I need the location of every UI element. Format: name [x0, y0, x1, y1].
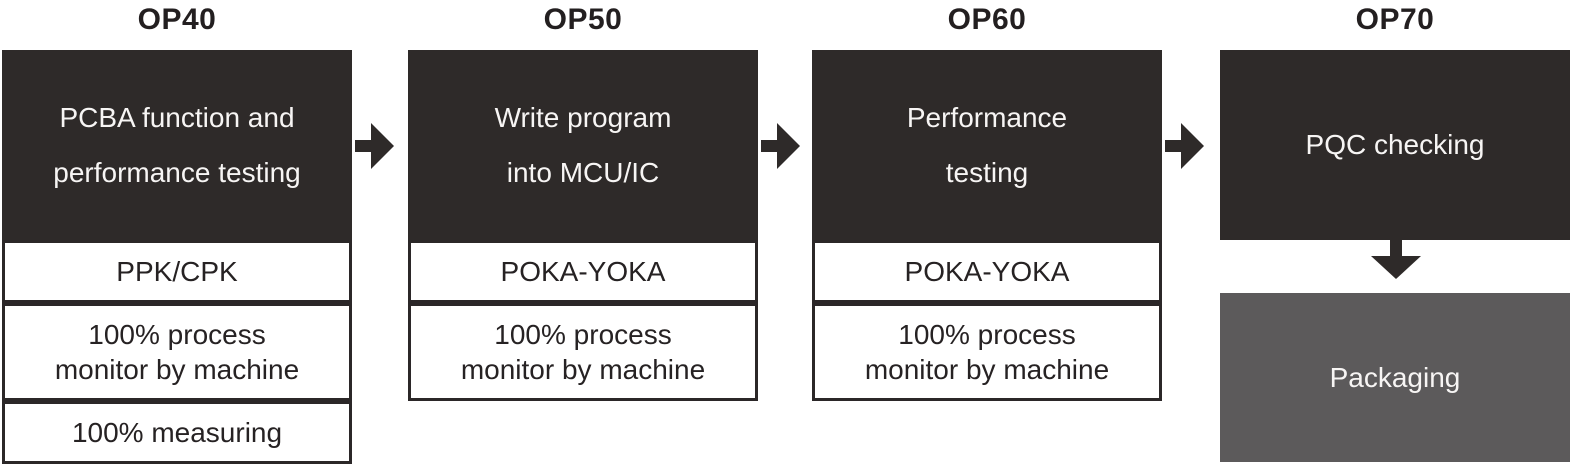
- arrow-right-icon-op50-op60: [761, 123, 800, 169]
- arrow-head: [1181, 123, 1204, 169]
- column-op60-header: OP60: [947, 3, 1027, 36]
- control-box-line: 100% measuring: [71, 417, 283, 448]
- control-box-line: 100% process: [88, 319, 266, 350]
- column-op70: OP70 PQC checking Packaging: [1220, 0, 1570, 462]
- arrow-down-icon: [1220, 240, 1570, 293]
- arrow-shaft: [355, 140, 372, 152]
- control-box-line: POKA-YOKA: [904, 256, 1070, 287]
- column-op50-header: OP50: [543, 3, 623, 36]
- arrow-head: [371, 123, 394, 169]
- op50-process-box: Write program into MCU/IC: [408, 50, 758, 240]
- control-box-line: PPK/CPK: [116, 256, 238, 287]
- arrow-right-icon-op40-op50: [355, 123, 394, 169]
- control-box-line: 100% process: [494, 319, 672, 350]
- op40-control-box-2: 100% process monitor by machine: [2, 303, 352, 401]
- control-box-line: monitor by machine: [54, 354, 300, 385]
- op70-packaging-box: Packaging: [1220, 293, 1570, 462]
- arrow-head: [1371, 256, 1421, 279]
- column-op70-header: OP70: [1355, 3, 1435, 36]
- control-box-line: POKA-YOKA: [500, 256, 666, 287]
- arrow-right-icon-op60-op70: [1165, 123, 1204, 169]
- arrow-shaft: [1165, 140, 1182, 152]
- op60-process-line-2: testing: [945, 156, 1029, 188]
- op40-process-line-1: PCBA function and: [59, 101, 295, 133]
- op50-process-line-2: into MCU/IC: [506, 156, 660, 188]
- arrow-shaft: [1390, 240, 1402, 257]
- op50-process-line-1: Write program: [494, 101, 672, 133]
- op50-control-box-1: POKA-YOKA: [408, 240, 758, 303]
- arrow-head: [777, 123, 800, 169]
- op50-control-box-2: 100% process monitor by machine: [408, 303, 758, 401]
- packaging-label: Packaging: [1329, 361, 1461, 393]
- column-op40: OP40 PCBA function and performance testi…: [2, 0, 352, 464]
- arrow-shaft: [761, 140, 778, 152]
- op70-process-box: PQC checking: [1220, 50, 1570, 240]
- column-op40-header: OP40: [137, 3, 217, 36]
- control-box-line: 100% process: [898, 319, 1076, 350]
- op40-control-box-3: 100% measuring: [2, 401, 352, 464]
- op40-process-box: PCBA function and performance testing: [2, 50, 352, 240]
- op60-control-box-1: POKA-YOKA: [812, 240, 1162, 303]
- control-box-line: monitor by machine: [460, 354, 706, 385]
- op60-process-line-1: Performance: [906, 101, 1068, 133]
- control-box-line: monitor by machine: [864, 354, 1110, 385]
- op60-process-box: Performance testing: [812, 50, 1162, 240]
- column-op60: OP60 Performance testing POKA-YOKA 100% …: [812, 0, 1162, 401]
- op40-process-line-2: performance testing: [53, 156, 301, 188]
- column-op50: OP50 Write program into MCU/IC POKA-YOKA…: [408, 0, 758, 401]
- op60-control-box-2: 100% process monitor by machine: [812, 303, 1162, 401]
- op40-control-box-1: PPK/CPK: [2, 240, 352, 303]
- op70-process-line-1: PQC checking: [1305, 129, 1485, 160]
